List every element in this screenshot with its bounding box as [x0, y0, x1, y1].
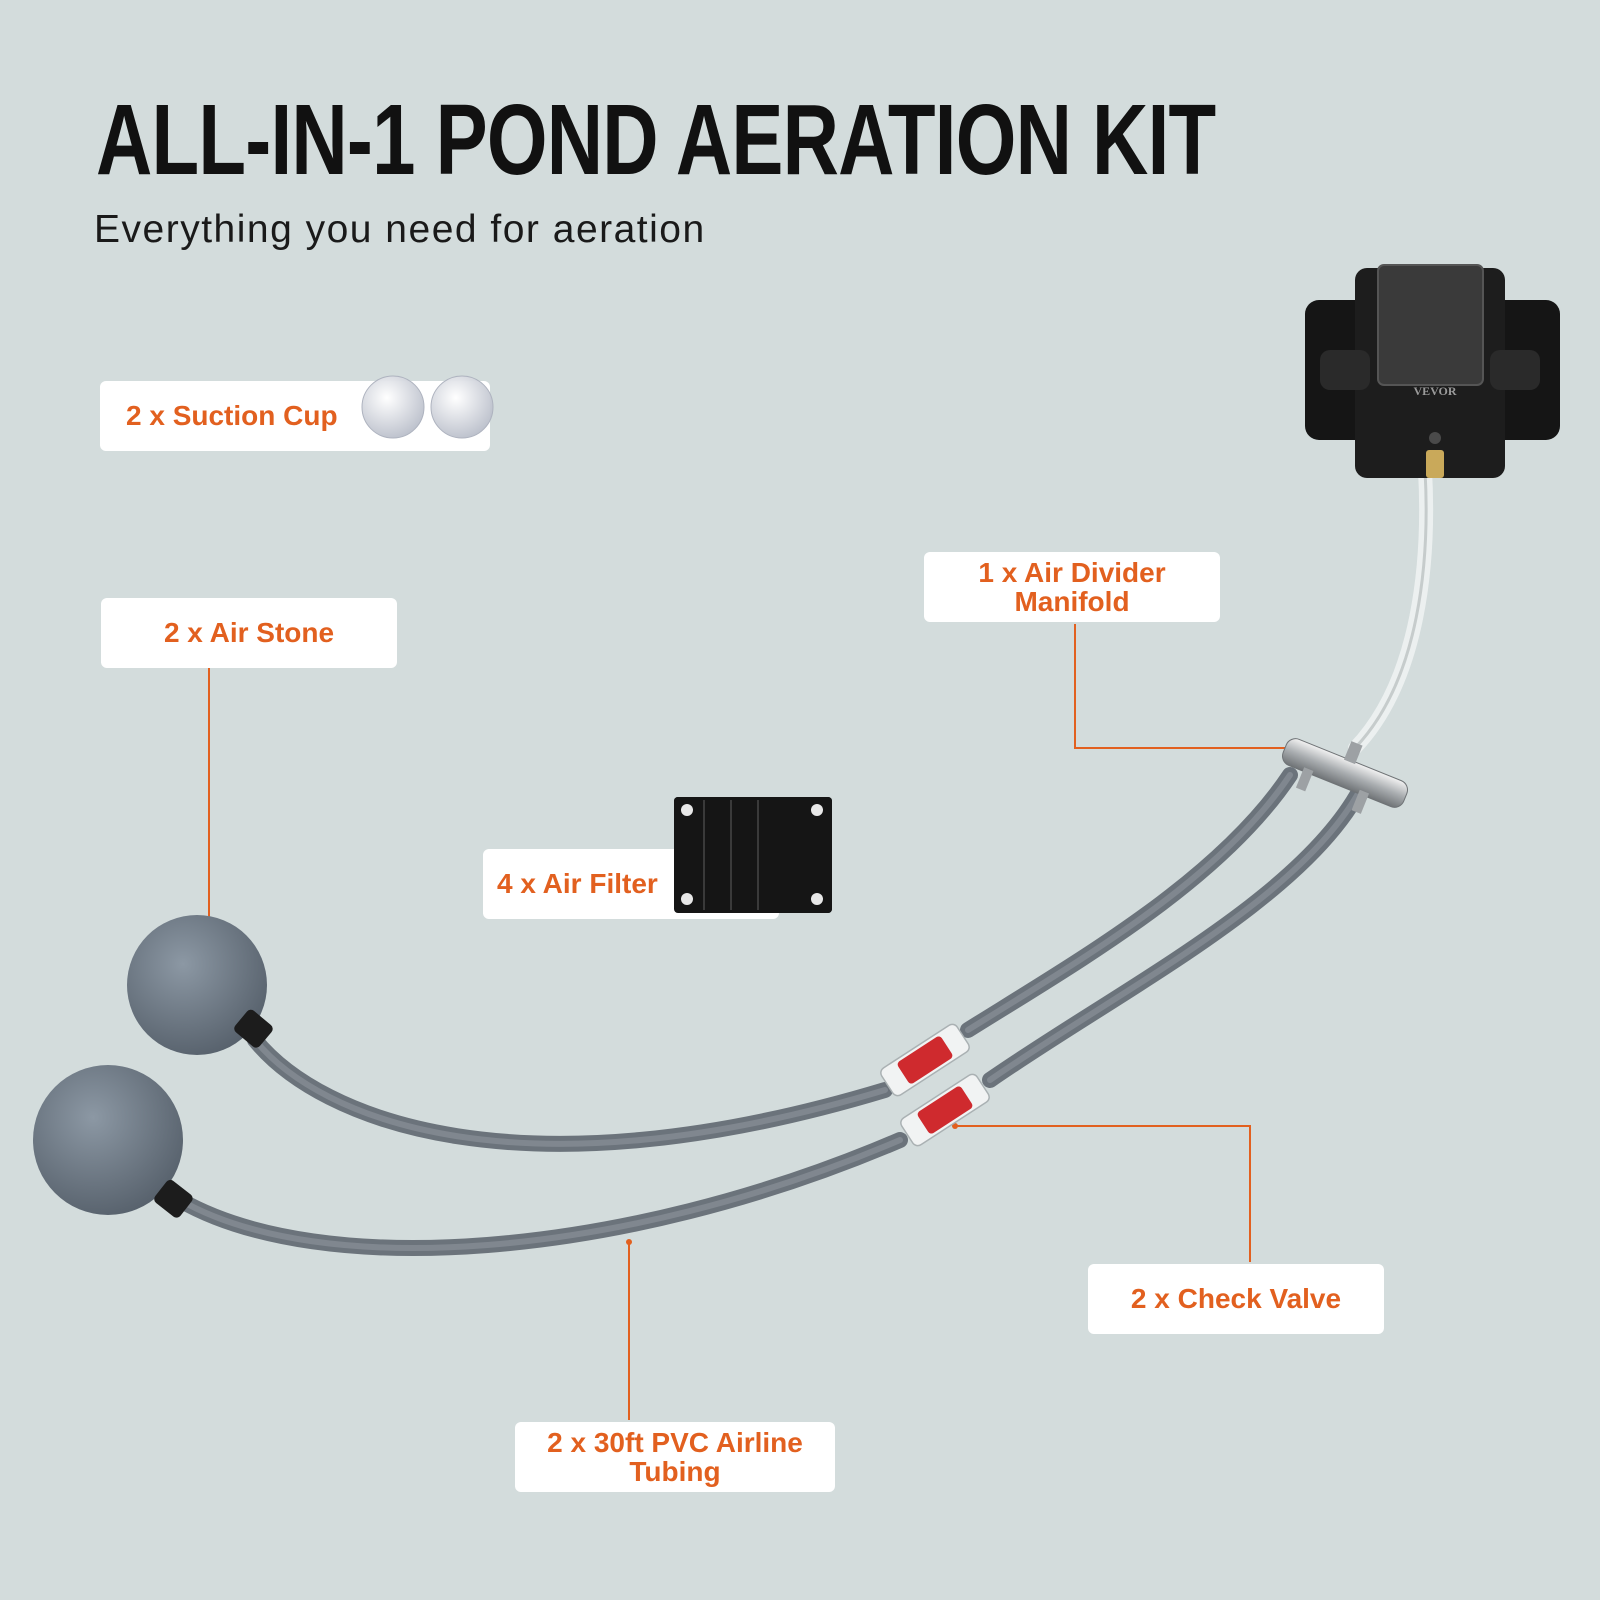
air-stone-1 [127, 915, 273, 1055]
pump-brand-logo: VEVOR [1413, 384, 1456, 398]
air-stone-2 [33, 1065, 193, 1218]
airline-tubing [172, 463, 1434, 1256]
airline-tubing-label: 2 x 30ft PVC Airline Tubing [515, 1422, 835, 1492]
check-valve-1 [880, 1023, 970, 1097]
air-pump: VEVOR [1305, 264, 1560, 478]
air-stone-label: 2 x Air Stone [101, 598, 397, 668]
air-divider-label: 1 x Air Divider Manifold [924, 552, 1220, 622]
check-valve-label: 2 x Check Valve [1088, 1264, 1384, 1334]
leader-lines [208, 624, 1290, 1420]
check-valve-2 [900, 1073, 990, 1147]
page-title: ALL-IN-1 POND AERATION KIT [96, 84, 1216, 196]
air-divider-manifold [1282, 738, 1408, 814]
check-valve-leader [955, 1125, 1251, 1262]
suction-cup-label: 2 x Suction Cup [100, 381, 490, 451]
air-divider-leader [1074, 624, 1290, 749]
page-subtitle: Everything you need for aeration [94, 208, 706, 251]
air-filter-label: 4 x Air Filter [483, 849, 779, 919]
